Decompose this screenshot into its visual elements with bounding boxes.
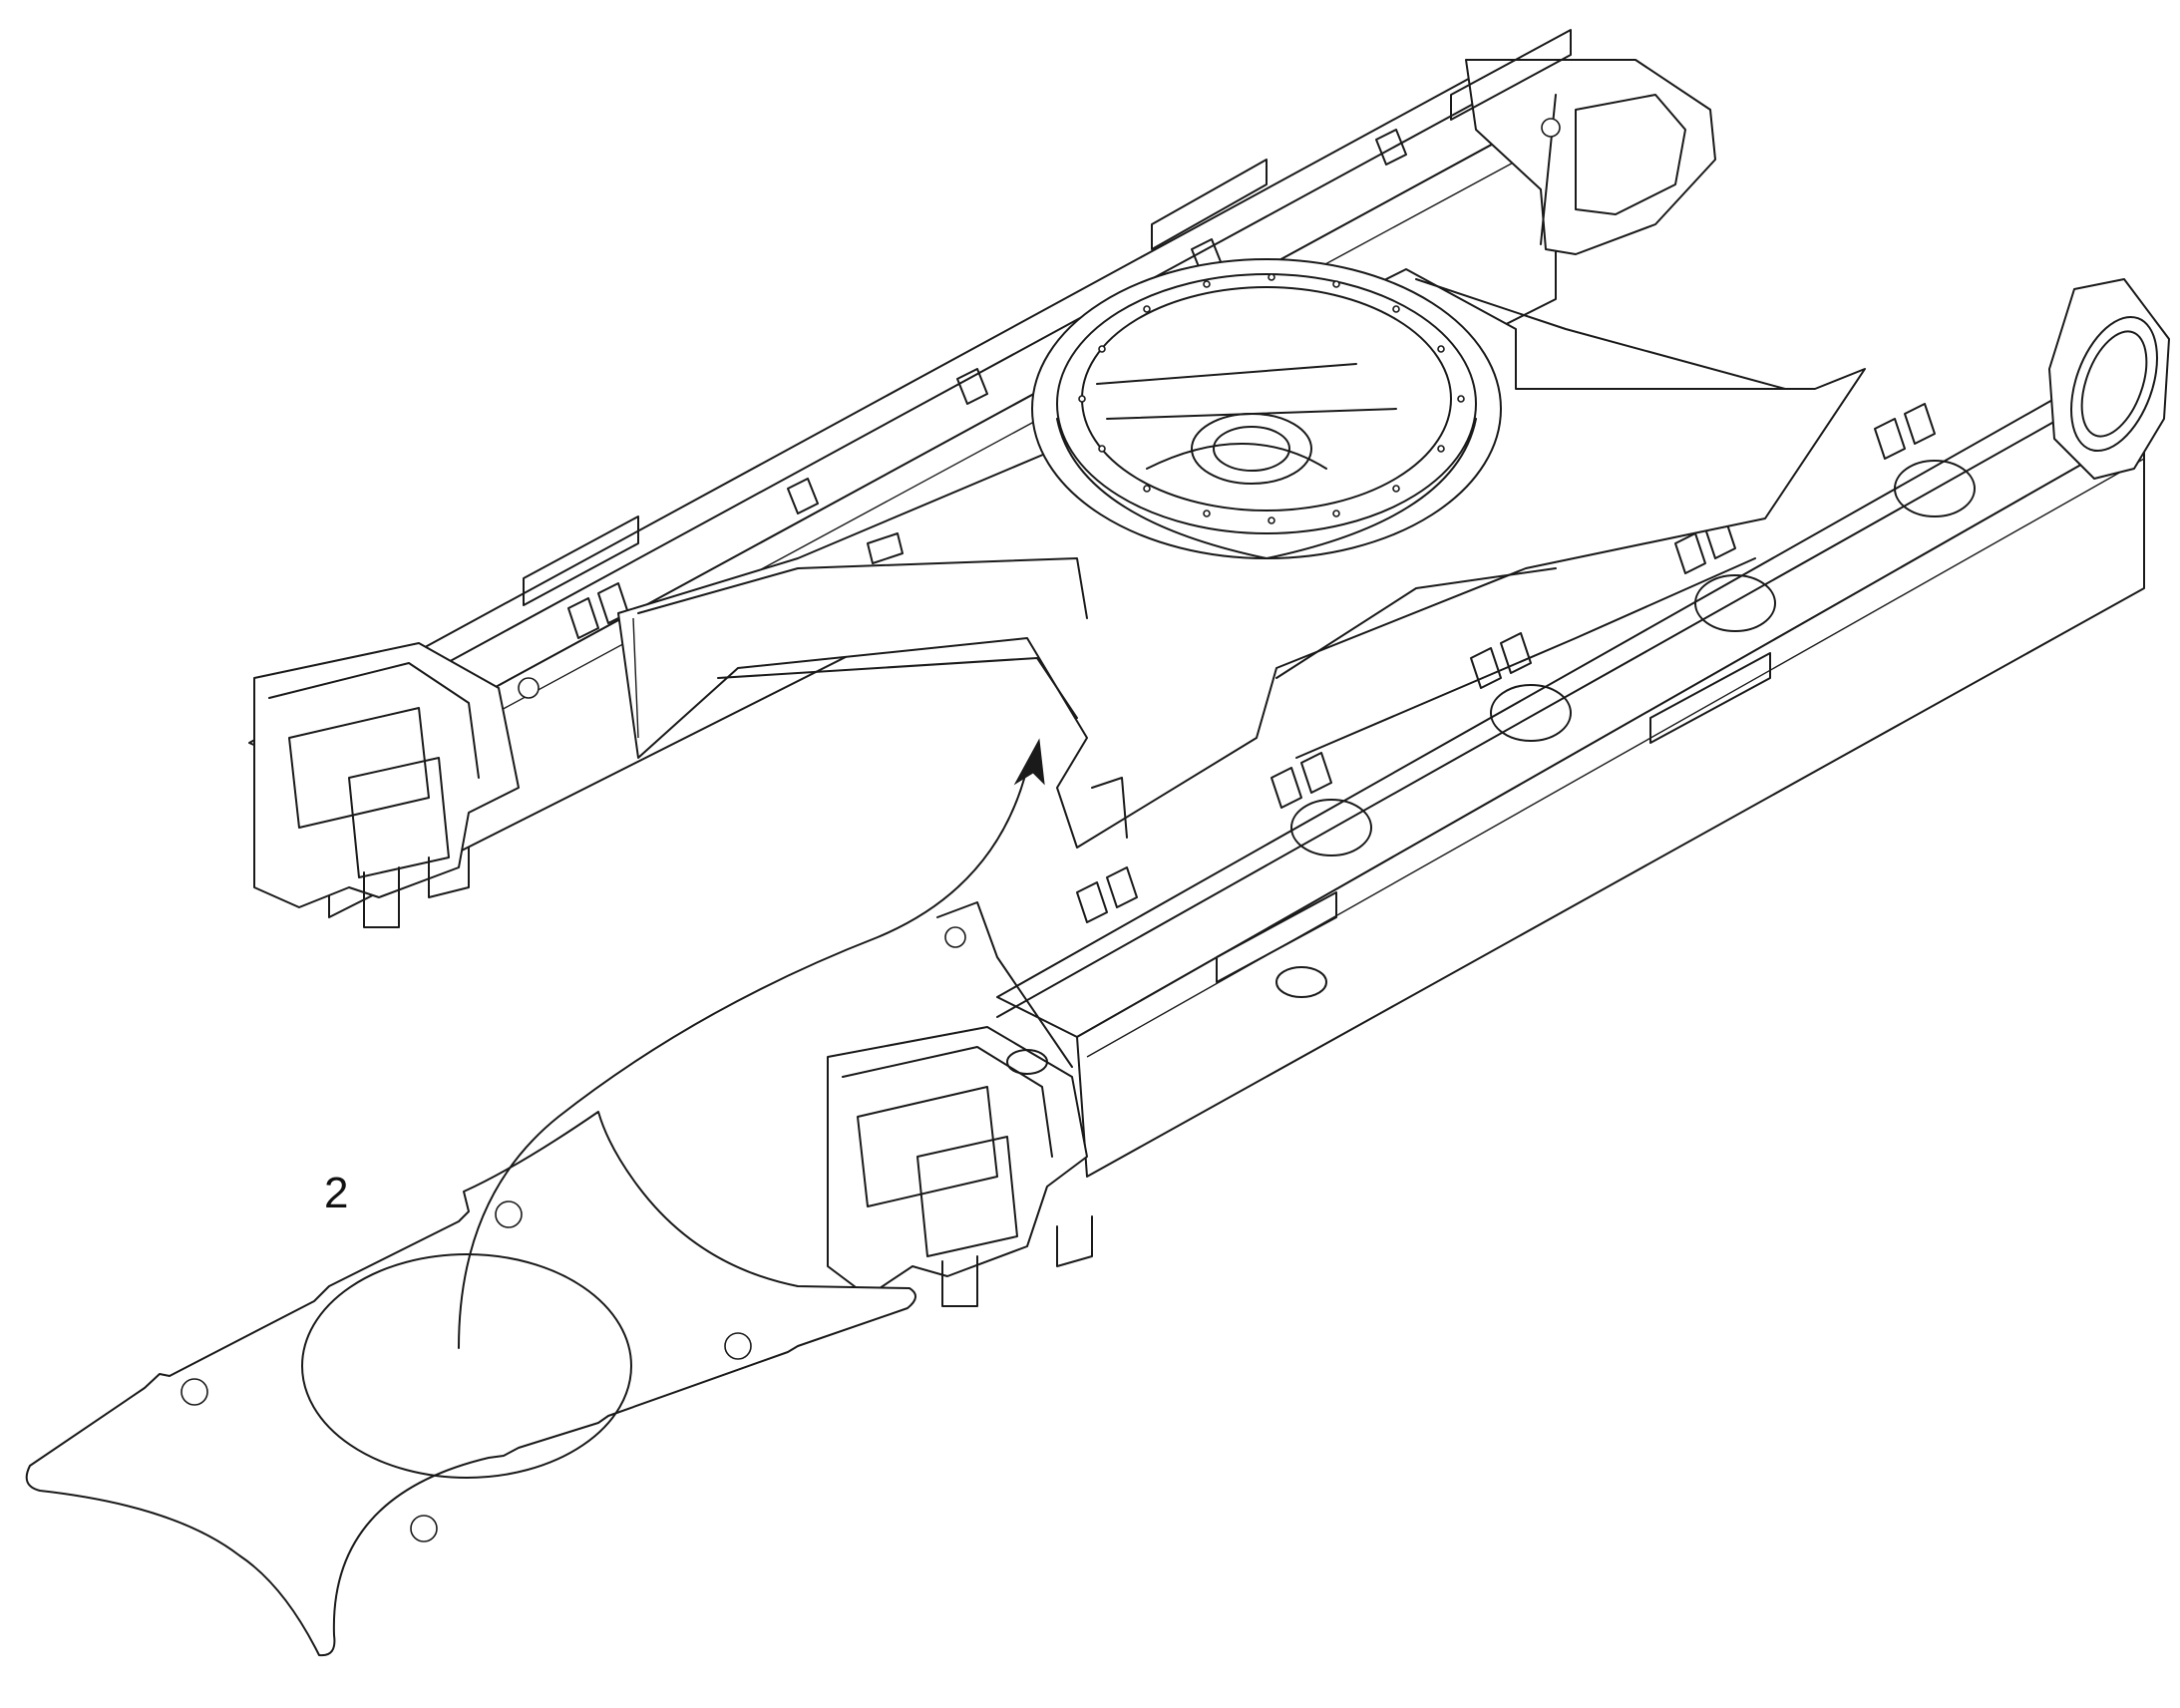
- slewing-ring: [1031, 258, 1502, 559]
- callout-label-2: 2: [324, 1169, 349, 1217]
- part-2-plate: [25, 1111, 916, 1657]
- lower-track-frame: [827, 278, 2170, 1307]
- arrowhead-icon: [1013, 738, 1045, 786]
- callout-arrow: [458, 738, 1045, 1349]
- undercarriage-frame: [248, 29, 2170, 1307]
